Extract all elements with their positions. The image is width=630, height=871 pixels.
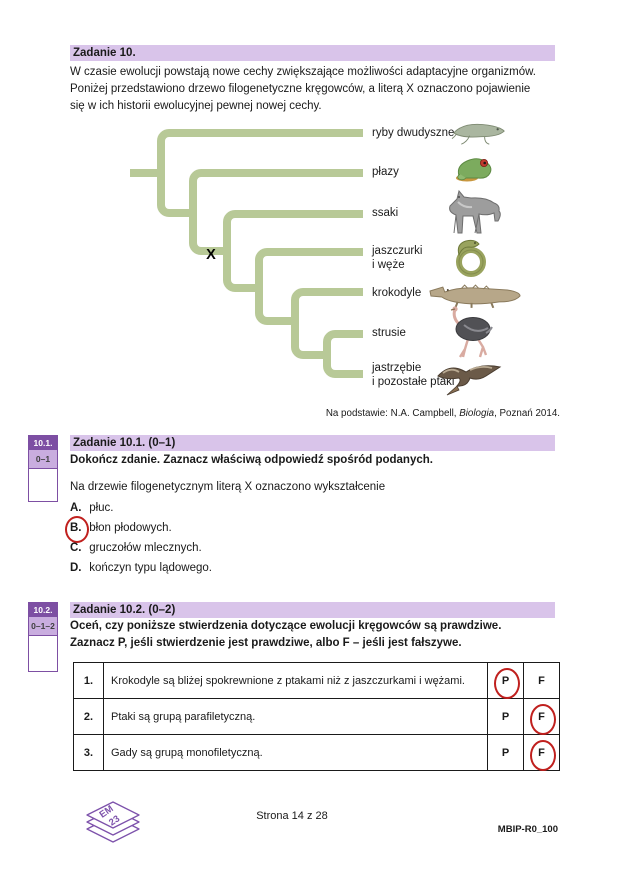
- option-text: gruczołów mlecznych.: [89, 542, 202, 554]
- exam-code: MBIP-R0_100: [497, 824, 558, 835]
- tree-branch-mammals: [223, 210, 363, 292]
- snake-illustration: [448, 236, 494, 278]
- task10-title: Zadanie 10.: [73, 47, 136, 59]
- task101-title: Zadanie 10.1. (0–1): [73, 437, 176, 449]
- task10-header-bar: Zadanie 10.: [70, 45, 555, 61]
- answer-option-c: C. gruczołów mlecznych.: [70, 541, 202, 556]
- answer-f: F: [538, 674, 545, 687]
- taxon-label-mammals: ssaki: [372, 207, 399, 219]
- taxon-label-ostriches: strusie: [372, 327, 406, 339]
- option-text: płuc.: [89, 502, 114, 514]
- table-row: 3. Gady są grupą monofiletyczną. P F: [73, 734, 560, 771]
- table-row: 2. Ptaki są grupą parafiletyczną. P F: [73, 698, 560, 735]
- statement-text: Krokodyle są bliżej spokrewnione z ptaka…: [103, 662, 488, 699]
- taxon-label-hawks: jastrzębie i pozostałe ptaki: [372, 362, 455, 388]
- taxon-label-lungfish: ryby dwudyszne: [372, 127, 455, 139]
- page-number: Strona 14 z 28: [256, 810, 328, 822]
- logo-text-23: 23: [107, 813, 122, 828]
- source-attribution: Na podstawie: N.A. Campbell, Biologia, P…: [325, 408, 560, 419]
- wolf-illustration: [442, 188, 504, 236]
- task101-instruction: Dokończ zdanie. Zaznacz właściwą odpowie…: [70, 454, 433, 466]
- frog-illustration: [452, 152, 496, 184]
- statement-text: Gady są grupą monofiletyczną.: [103, 734, 488, 771]
- answer-p: P: [493, 667, 520, 699]
- option-text: kończyn typu lądowego.: [89, 562, 212, 574]
- tree-branch-crocodiles: [291, 288, 363, 359]
- phylogenetic-tree: [130, 129, 363, 378]
- option-letter: D.: [70, 562, 82, 574]
- answer-p: P: [501, 710, 510, 723]
- task102-score-blank: [29, 635, 57, 671]
- option-text: błon płodowych.: [89, 522, 172, 534]
- answer-f: F: [529, 739, 556, 771]
- row-number: 1.: [73, 662, 104, 699]
- tree-branch-lungfish: [157, 129, 363, 217]
- taxon-label-squamates: jaszczurki i węże: [372, 245, 423, 271]
- crocodile-illustration: [428, 280, 523, 308]
- answer-option-b: B. błon płodowych.: [65, 516, 172, 543]
- taxon-label-crocodiles: krokodyle: [372, 287, 422, 299]
- task10-intro-line1: W czasie ewolucji powstają nowe cechy zw…: [70, 66, 536, 78]
- task101-header-bar: Zadanie 10.1. (0–1): [70, 435, 555, 451]
- task102-instruction-line1: Oceń, czy poniższe stwierdzenia dotycząc…: [70, 620, 502, 632]
- task102-title: Zadanie 10.2. (0–2): [73, 604, 176, 616]
- tree-branch-amphibians: [189, 169, 363, 255]
- task102-margin-points: 0–1–2: [29, 617, 57, 635]
- statement-text: Ptaki są grupą parafiletyczną.: [103, 698, 488, 735]
- tree-branch-birds: [323, 330, 363, 378]
- row-number: 3.: [73, 734, 104, 771]
- tree-x-mark: X: [206, 247, 216, 263]
- option-letter: A.: [70, 502, 82, 514]
- lungfish-illustration: [450, 118, 508, 146]
- answer-option-a: A. płuc.: [70, 501, 114, 516]
- task101-score-blank: [29, 468, 57, 501]
- task10-intro-line3: się w ich historii ewolucyjnej pewnej no…: [70, 100, 322, 112]
- answer-p: P: [501, 746, 510, 759]
- table-row: 1. Krokodyle są bliżej spokrewnione z pt…: [73, 662, 560, 699]
- answer-f: F: [529, 703, 556, 735]
- exam-logo: EM 23: [84, 800, 142, 854]
- task101-stem: Na drzewie filogenetycznym literą X ozna…: [70, 481, 386, 493]
- task101-margin-id: 10.1.: [29, 436, 57, 450]
- true-false-table: 1. Krokodyle są bliżej spokrewnione z pt…: [73, 662, 560, 771]
- task101-margin-score-box: 10.1. 0–1: [28, 435, 58, 502]
- task102-header-bar: Zadanie 10.2. (0–2): [70, 602, 555, 618]
- task102-margin-score-box: 10.2. 0–1–2: [28, 602, 58, 672]
- option-letter: B.: [65, 516, 89, 543]
- task101-margin-points: 0–1: [29, 450, 57, 468]
- task10-intro-line2: Poniżej przedstawiono drzewo filogenetyc…: [70, 83, 531, 95]
- hawk-illustration: [436, 360, 502, 398]
- tree-branch-squamates: [255, 248, 363, 325]
- option-letter: C.: [70, 542, 82, 554]
- task102-instruction-line2: Zaznacz P, jeśli stwierdzenie jest prawd…: [70, 637, 462, 649]
- taxon-label-amphibians: płazy: [372, 166, 399, 178]
- source-book-title: Biologia: [459, 408, 495, 419]
- task102-margin-id: 10.2.: [29, 603, 57, 617]
- row-number: 2.: [73, 698, 104, 735]
- ostrich-illustration: [442, 305, 504, 359]
- answer-option-d: D. kończyn typu lądowego.: [70, 561, 212, 576]
